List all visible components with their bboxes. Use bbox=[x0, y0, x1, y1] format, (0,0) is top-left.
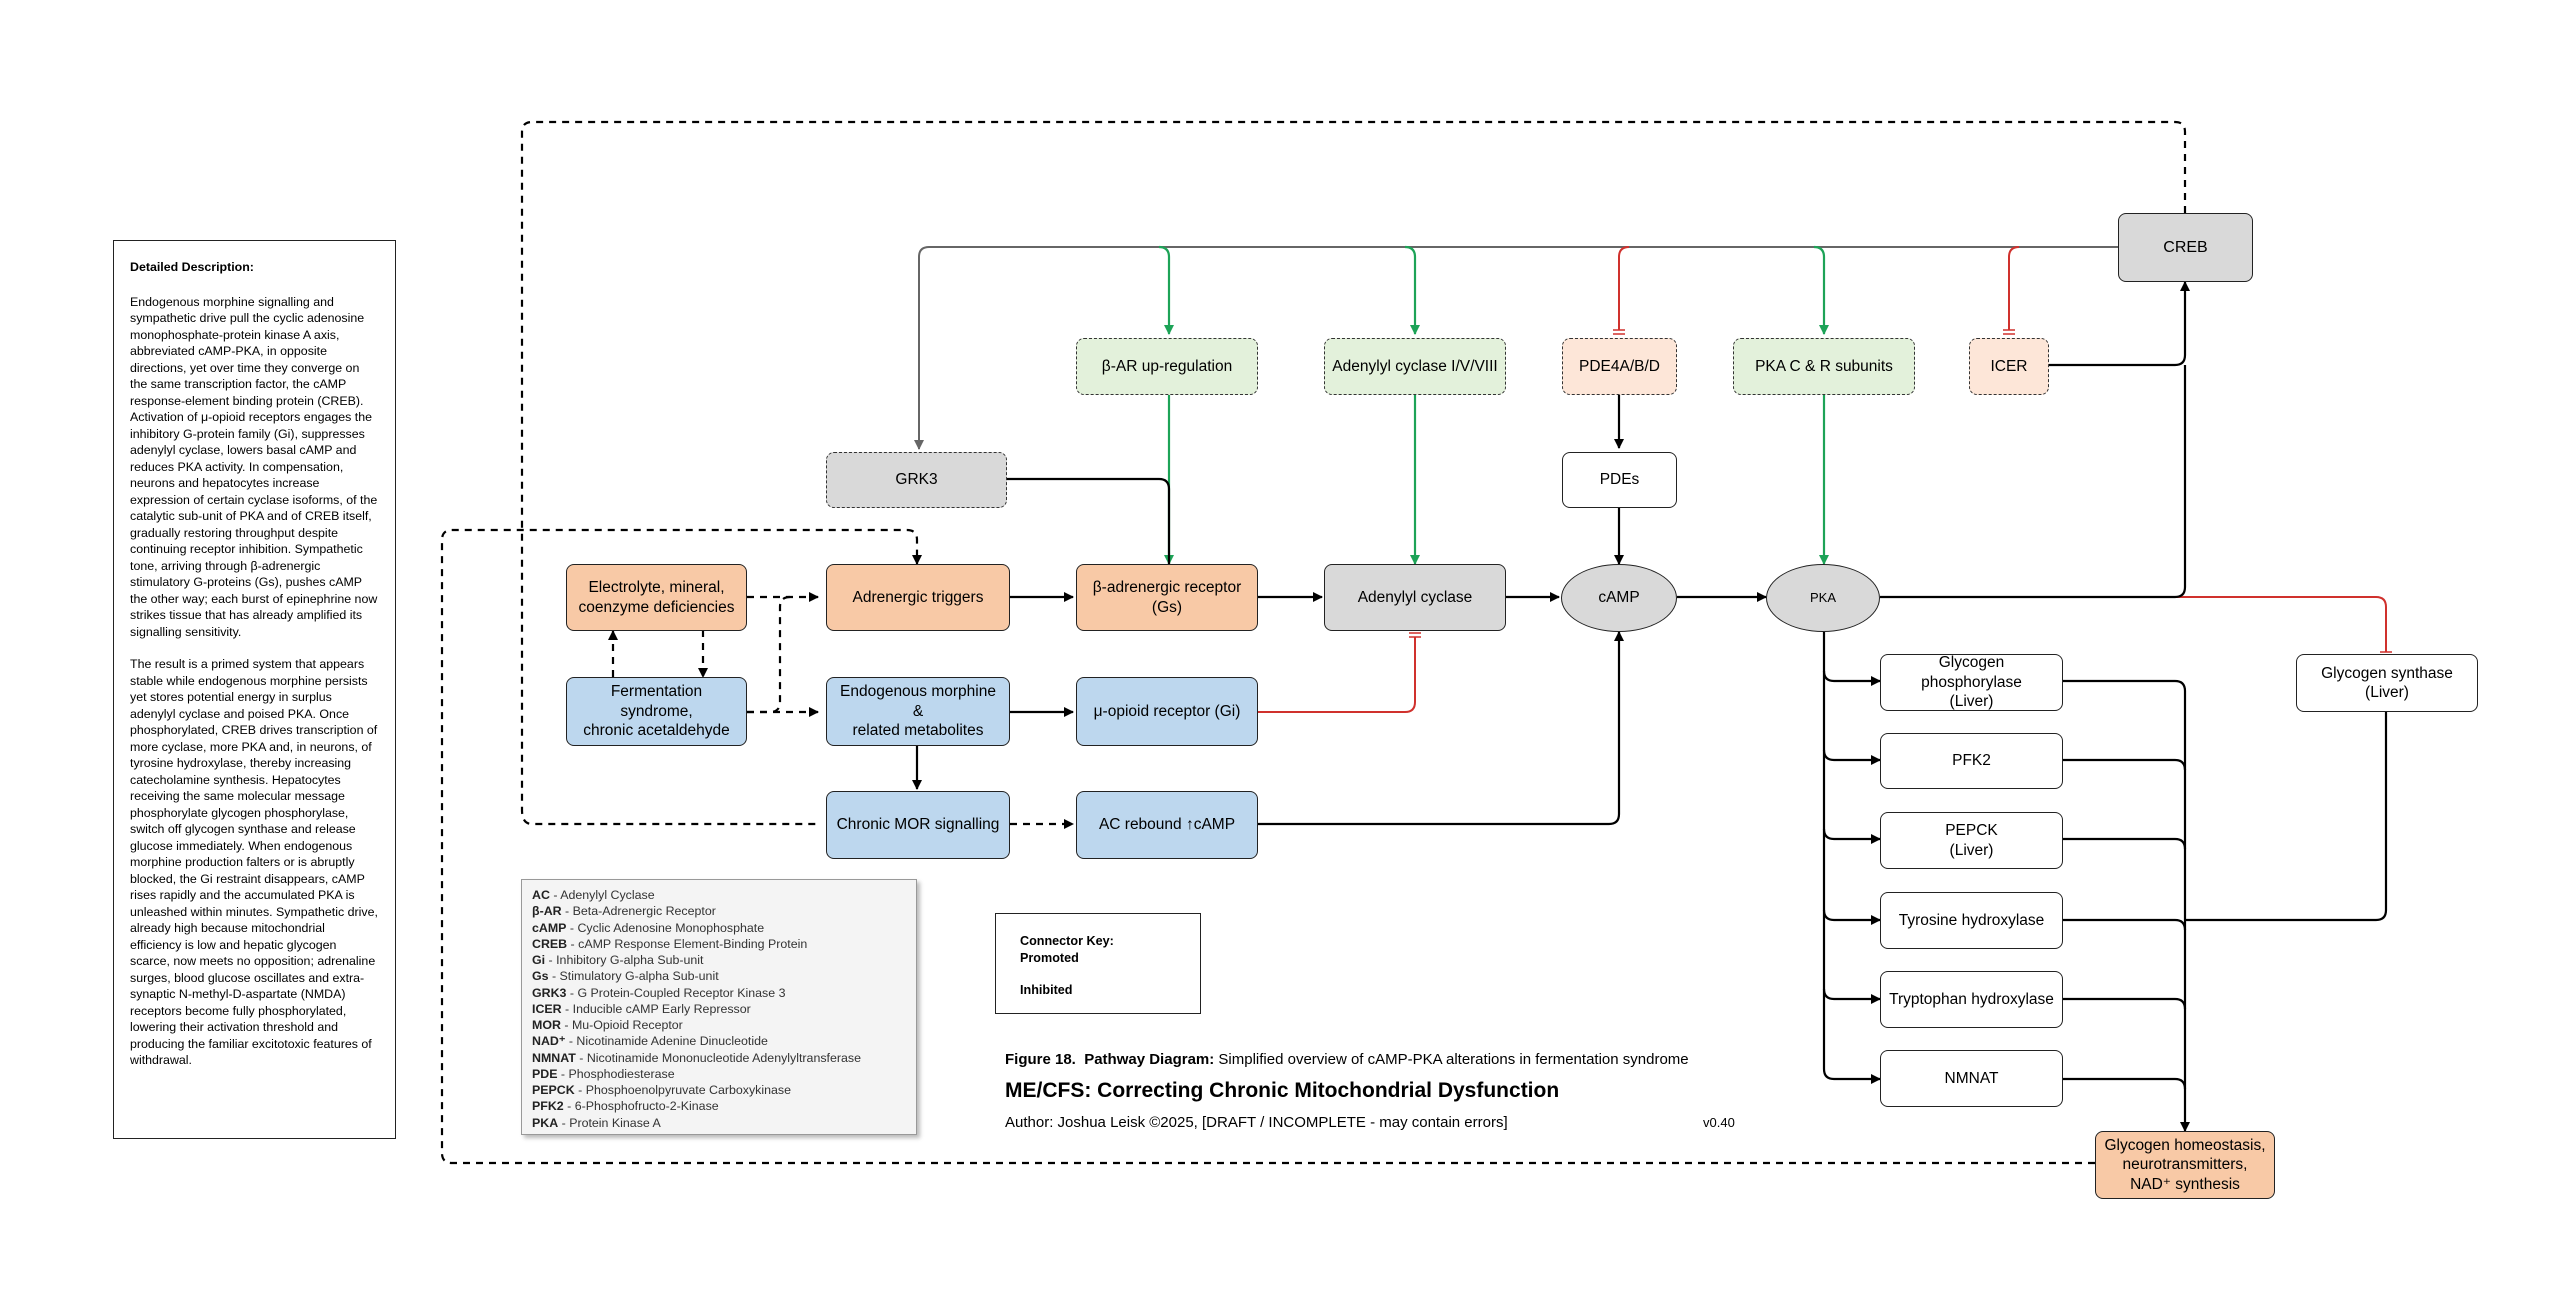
abbreviation-legend: AC - Adenylyl Cyclase β-AR - Beta-Adrene… bbox=[521, 879, 917, 1135]
grk3-to-beta bbox=[1007, 477, 1171, 564]
node-icer[interactable]: ICER bbox=[1969, 338, 2049, 395]
node-fermentation[interactable]: Fermentation syndrome, chronic acetaldeh… bbox=[566, 677, 747, 746]
creb-to-icer bbox=[2003, 246, 2020, 335]
node-chronic-mor[interactable]: Chronic MOR signalling bbox=[826, 791, 1010, 859]
node-pka[interactable]: PKA bbox=[1766, 564, 1880, 632]
node-glycogen-phosphorylase[interactable]: Glycogen phosphorylase (Liver) bbox=[1880, 654, 2063, 711]
creb-bus bbox=[914, 246, 2118, 450]
connector-key-promoted: Promoted bbox=[1020, 951, 1079, 965]
creb-to-bar-up bbox=[1158, 245, 1174, 335]
connector-key-title: Connector Key: bbox=[1020, 934, 1114, 948]
legend-entry: NMNAT - Nicotinamide Mononucleotide Aden… bbox=[532, 1050, 861, 1065]
connector-key-inhibited: Inhibited bbox=[1020, 983, 1073, 997]
legend-entry: ICER - Inducible cAMP Early Repressor bbox=[532, 1001, 751, 1016]
author-line: Author: Joshua Leisk ©2025, [DRAFT / INC… bbox=[1005, 1114, 1508, 1131]
legend-entry: CREB - cAMP Response Element-Binding Pro… bbox=[532, 936, 808, 951]
node-ac-rebound[interactable]: AC rebound ↑cAMP bbox=[1076, 791, 1258, 859]
creb-feedback-loop bbox=[520, 120, 2187, 826]
node-homeostasis[interactable]: Glycogen homeostasis, neurotransmitters,… bbox=[2095, 1131, 2275, 1199]
node-adenylyl-cyclase[interactable]: Adenylyl cyclase bbox=[1324, 564, 1506, 631]
node-tryptophan-hydroxylase[interactable]: Tryptophan hydroxylase bbox=[1880, 971, 2063, 1028]
node-ac-isoforms[interactable]: Adenylyl cyclase I/V/VIII bbox=[1324, 338, 1506, 395]
pka-to-creb bbox=[1880, 365, 2187, 599]
node-pka-subunits[interactable]: PKA C & R subunits bbox=[1733, 338, 1915, 395]
node-pdes[interactable]: PDEs bbox=[1562, 452, 1677, 508]
legend-entry: cAMP - Cyclic Adenosine Monophosphate bbox=[532, 920, 765, 935]
node-camp[interactable]: cAMP bbox=[1561, 564, 1677, 632]
icer-to-creb bbox=[2049, 281, 2190, 367]
fermentation-to-adrenergic bbox=[747, 595, 791, 714]
figure-caption: Figure 18. Pathway Diagram: Simplified o… bbox=[1005, 1051, 1689, 1068]
node-adrenergic-triggers[interactable]: Adrenergic triggers bbox=[826, 564, 1010, 631]
legend-entry: GRK3 - G Protein-Coupled Receptor Kinase… bbox=[532, 985, 786, 1000]
node-mu-opioid[interactable]: μ-opioid receptor (Gi) bbox=[1076, 677, 1258, 746]
node-glycogen-synthase[interactable]: Glycogen synthase (Liver) bbox=[2296, 654, 2478, 712]
outputs-to-homeostasis bbox=[2063, 679, 2190, 1132]
description-panel: Detailed Description: Endogenous morphin… bbox=[113, 240, 396, 1139]
creb-to-ac-iso bbox=[1404, 245, 1420, 335]
creb-to-pka-sub bbox=[1813, 245, 1829, 335]
node-endogenous-morphine[interactable]: Endogenous morphine & related metabolite… bbox=[826, 677, 1010, 746]
creb-to-pde4 bbox=[1613, 246, 1630, 335]
figure-description: Simplified overview of cAMP-PKA alterati… bbox=[1218, 1051, 1689, 1068]
figure-number: Figure 18. bbox=[1005, 1051, 1076, 1068]
rebound-to-camp bbox=[1258, 631, 1624, 826]
legend-entry: PDE - Phosphodiesterase bbox=[532, 1066, 675, 1081]
legend-entry: Gs - Stimulatory G-alpha Sub-unit bbox=[532, 969, 719, 984]
node-electrolyte[interactable]: Electrolyte, mineral, coenzyme deficienc… bbox=[566, 564, 747, 631]
legend-entry: MOR - Mu-Opioid Receptor bbox=[532, 1018, 683, 1032]
figure-label: Pathway Diagram: bbox=[1084, 1051, 1215, 1068]
description-heading: Detailed Description: bbox=[130, 260, 254, 274]
connector-key: Connector Key: Promoted Inhibited bbox=[995, 913, 1201, 1014]
legend-entry: Gi - Inhibitory G-alpha Sub-unit bbox=[532, 953, 704, 967]
node-pepck[interactable]: PEPCK (Liver) bbox=[1880, 812, 2063, 869]
node-tyrosine-hydroxylase[interactable]: Tyrosine hydroxylase bbox=[1880, 892, 2063, 949]
mu-inhibits-ac bbox=[1258, 632, 1421, 713]
document-title: ME/CFS: Correcting Chronic Mitochondrial… bbox=[1005, 1079, 1560, 1102]
description-paragraph-1: Endogenous morphine signalling and sympa… bbox=[130, 294, 378, 639]
node-creb[interactable]: CREB bbox=[2118, 213, 2253, 282]
gly-syn-to-homeostasis bbox=[2185, 712, 2388, 922]
pka-inhibits-gly-syn bbox=[1880, 596, 2392, 657]
legend-entry: PEPCK - Phosphoenolpyruvate Carboxykinas… bbox=[532, 1083, 791, 1097]
pka-bus bbox=[1822, 632, 1881, 1084]
node-pfk2[interactable]: PFK2 bbox=[1880, 733, 2063, 789]
description-paragraph-2: The result is a primed system that appea… bbox=[130, 657, 378, 1067]
legend-entry: β-AR - Beta-Adrenergic Receptor bbox=[532, 904, 716, 919]
node-beta-receptor[interactable]: β-adrenergic receptor (Gs) bbox=[1076, 564, 1258, 631]
legend-entry: NAD⁺ - Nicotinamide Adenine Dinucleotide bbox=[532, 1034, 768, 1049]
node-bar-upregulation[interactable]: β-AR up-regulation bbox=[1076, 338, 1258, 395]
legend-entry: PFK2 - 6-Phosphofructo-2-Kinase bbox=[532, 1099, 719, 1114]
legend-entry: PKA - Protein Kinase A bbox=[532, 1115, 661, 1130]
node-grk3[interactable]: GRK3 bbox=[826, 452, 1007, 508]
legend-entry: AC - Adenylyl Cyclase bbox=[532, 888, 655, 902]
version-label: v0.40 bbox=[1703, 1115, 1735, 1130]
node-pde4[interactable]: PDE4A/B/D bbox=[1562, 338, 1677, 395]
homeostasis-loop bbox=[440, 528, 2095, 1165]
node-nmnat[interactable]: NMNAT bbox=[1880, 1050, 2063, 1107]
